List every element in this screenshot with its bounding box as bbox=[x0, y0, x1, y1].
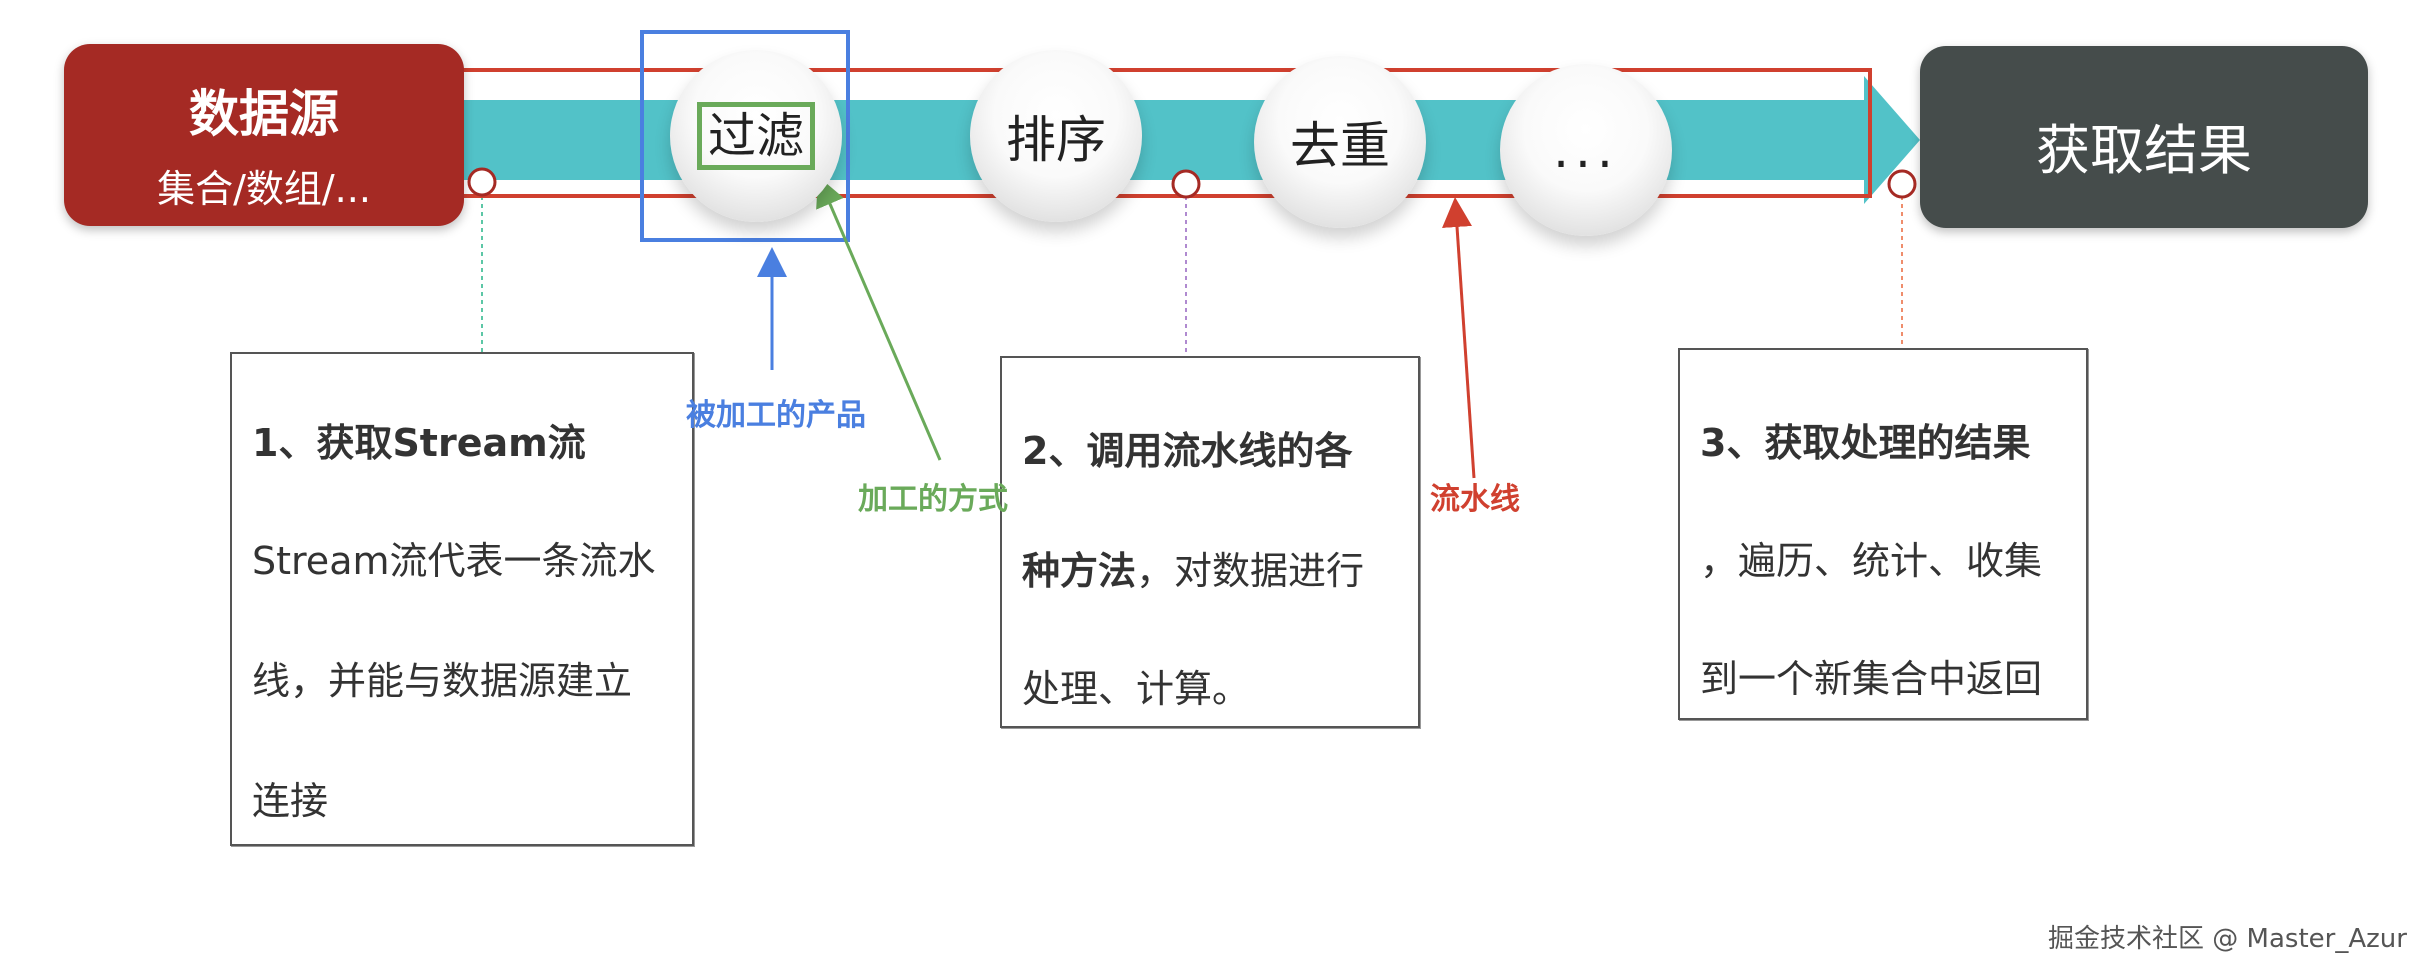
note1-line-2: Stream流代表一条流水 bbox=[252, 539, 656, 583]
step-more: ... bbox=[1500, 64, 1672, 236]
watermark: 掘金技术社区 @ Master_Azur bbox=[2048, 924, 2407, 954]
result-title: 获取结果 bbox=[2036, 119, 2252, 182]
note-get-result: 3、获取处理的结果 ，遍历、统计、收集 到一个新集合中返回 bbox=[1678, 348, 2088, 720]
knob-middle bbox=[1171, 169, 1201, 199]
step-filter-label: 过滤 bbox=[696, 102, 815, 170]
knob-result bbox=[1887, 169, 1917, 199]
note1-line-4: 连接 bbox=[252, 779, 329, 823]
note1-line-3: 线，并能与数据源建立 bbox=[252, 659, 633, 703]
step-distinct: 去重 bbox=[1254, 56, 1426, 228]
note1-title: 1、获取Stream流 bbox=[252, 421, 586, 465]
step-more-label: ... bbox=[1553, 121, 1619, 179]
note3-line-2: ，遍历、统计、收集 bbox=[1700, 539, 2043, 583]
annotation-product: 被加工的产品 bbox=[686, 398, 866, 433]
note-pipeline-methods: 2、调用流水线的各 种方法，对数据进行 处理、计算。 bbox=[1000, 356, 1420, 728]
note2-line-3: 处理、计算。 bbox=[1022, 667, 1251, 711]
step-filter: 过滤 bbox=[670, 50, 842, 222]
pipeline-arrow-pointer bbox=[1442, 197, 1476, 479]
knob-source bbox=[467, 167, 497, 197]
product-highlight-box bbox=[640, 30, 850, 242]
data-source-title: 数据源 bbox=[189, 85, 339, 143]
step-sort-label: 排序 bbox=[1006, 111, 1106, 169]
note2-bold: 种方法 bbox=[1022, 549, 1137, 593]
note-get-stream: 1、获取Stream流 Stream流代表一条流水 线，并能与数据源建立 连接 bbox=[230, 352, 694, 846]
note2-rest: ，对数据进行 bbox=[1136, 549, 1365, 593]
step-sort: 排序 bbox=[970, 50, 1142, 222]
step-distinct-label: 去重 bbox=[1290, 117, 1390, 175]
note3-title: 3、获取处理的结果 bbox=[1700, 421, 2031, 465]
method-arrow bbox=[816, 176, 942, 461]
annotation-method: 加工的方式 bbox=[858, 482, 1008, 517]
note2-line-2: 种方法，对数据进行 bbox=[1022, 540, 1364, 595]
result-box: 获取结果 bbox=[1920, 46, 2368, 228]
note2-title: 2、调用流水线的各 bbox=[1022, 429, 1353, 473]
note3-line-3: 到一个新集合中返回 bbox=[1700, 657, 2043, 701]
annotation-pipeline: 流水线 bbox=[1430, 482, 1520, 517]
data-source-box: 数据源 集合/数组/... bbox=[64, 44, 464, 226]
data-source-subtitle: 集合/数组/... bbox=[157, 167, 371, 211]
